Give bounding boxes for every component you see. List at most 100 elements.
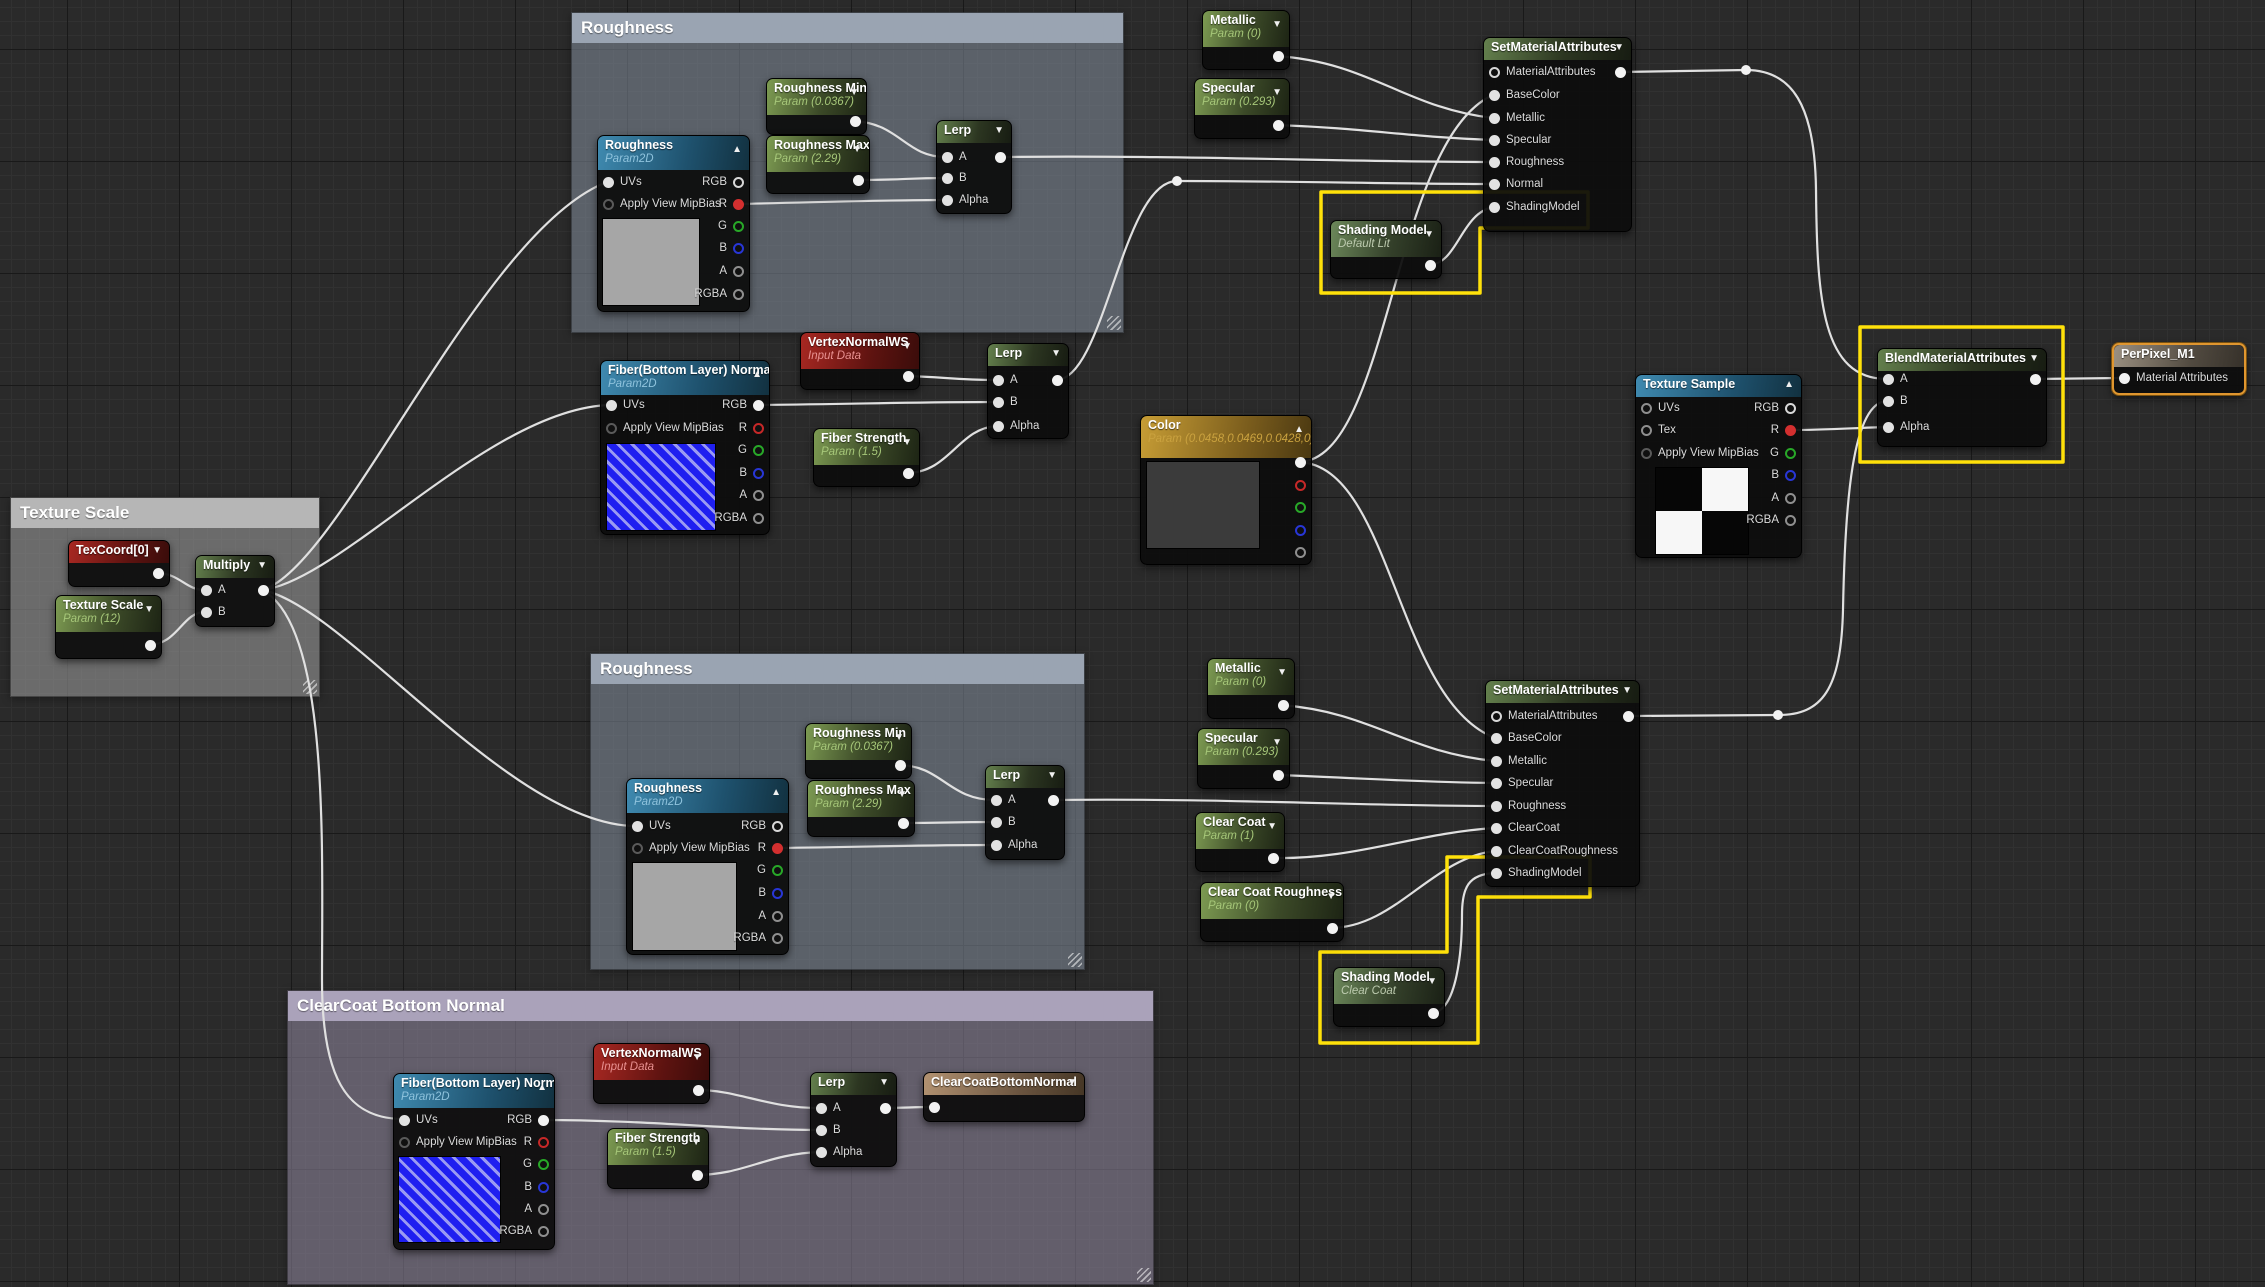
comment-roughness-2-header[interactable]: Roughness [591,654,1084,684]
pin-r-icon[interactable] [1785,425,1796,436]
pin-out-icon[interactable] [145,640,156,651]
pin-alpha-icon[interactable] [1883,422,1894,433]
clear-coat-pin-out[interactable] [1196,853,1284,865]
collapse-down-icon[interactable]: ▼ [1272,737,1282,748]
pin-metallic-icon[interactable] [1491,756,1502,767]
set-material-attributes-1-pin-shading-model[interactable]: ShadingModel [1484,201,1631,214]
roughness-min-1-pin-out[interactable] [767,116,866,128]
pin-alpha-icon[interactable] [991,840,1002,851]
pin-out-icon[interactable] [1615,67,1626,78]
pin-g-icon[interactable] [772,865,783,876]
pin-normal-icon[interactable] [1489,179,1500,190]
fiber-bottom-layer-normal-2-pin-uvs[interactable]: UVs [394,1114,554,1127]
collapse-down-icon[interactable]: ▼ [1622,685,1632,696]
comment-roughness-1-header[interactable]: Roughness [572,13,1123,43]
collapse-up-icon[interactable]: ▲ [752,369,762,380]
set-material-attributes-2-pin-out[interactable] [1486,711,1639,723]
set-material-attributes-2-pin-shading-model[interactable]: ShadingModel [1486,867,1639,880]
roughness-texture-2-pin-rgb[interactable]: RGB [627,820,788,833]
pin-b-icon[interactable] [1883,396,1894,407]
color-param-pin-out[interactable] [1141,457,1311,469]
texture-sample-pin-uvs[interactable]: UVs [1636,402,1801,415]
collapse-down-icon[interactable]: ▼ [1051,348,1061,359]
pin-uvs-icon[interactable] [399,1115,410,1126]
fiber-bottom-layer-normal-2-pin-rgba[interactable]: RGBA [394,1225,554,1238]
set-material-attributes-2-pin-material-attributes-in[interactable]: MaterialAttributes [1486,710,1639,723]
collapse-down-icon[interactable]: ▼ [902,437,912,448]
pin-uvs-icon[interactable] [1641,403,1652,414]
fiber-bottom-layer-normal-1-pin-a[interactable]: A [601,489,769,502]
pin-out-icon[interactable] [1048,795,1059,806]
set-material-attributes-1-pin-roughness[interactable]: Roughness [1484,156,1631,169]
pin-alpha-icon[interactable] [993,421,1004,432]
roughness-texture-1-pin-uvs[interactable]: UVs [598,176,749,189]
lerp-bottom-normal-pin-alpha[interactable]: Alpha [811,1146,896,1159]
roughness-texture-1-pin-r[interactable]: R [598,198,749,211]
pin-r-icon[interactable] [733,199,744,210]
pin-g-icon[interactable] [753,445,764,456]
pin-shading-model-icon[interactable] [1491,868,1502,879]
collapse-down-icon[interactable]: ▼ [994,125,1004,136]
collapse-down-icon[interactable]: ▼ [1326,891,1336,902]
collapse-up-icon[interactable]: ▲ [537,1082,547,1093]
blend-material-attributes-header[interactable]: BlendMaterialAttributes▼ [1878,349,2046,371]
set-material-attributes-1-pin-metallic[interactable]: Metallic [1484,112,1631,125]
roughness-texture-1-pin-a[interactable]: A [598,265,749,278]
pin-a-icon[interactable] [538,1204,549,1215]
color-param-pin-g[interactable] [1141,502,1311,514]
pin-out-icon[interactable] [1273,120,1284,131]
pin-base-color-icon[interactable] [1489,90,1500,101]
lerp-bottom-normal-pin-a[interactable]: A [811,1102,896,1115]
pin-material-attributes-icon[interactable] [2119,373,2130,384]
pin-r-icon[interactable] [772,843,783,854]
collapse-down-icon[interactable]: ▼ [879,1077,889,1088]
texture-sample-pin-a[interactable]: A [1636,492,1801,505]
texcoord-0-node[interactable]: TexCoord[0]▼ [68,540,170,587]
roughness-max-2-pin-out[interactable] [808,818,914,830]
clear-coat-bottom-normal-fn-pin-in[interactable] [924,1102,1084,1114]
texture-scale-param-pin-out[interactable] [56,640,161,652]
pin-out-icon[interactable] [1623,711,1634,722]
pin-g-icon[interactable] [1785,448,1796,459]
pin-out-icon[interactable] [1428,1008,1439,1019]
pin-clear-coat-roughness-icon[interactable] [1491,846,1502,857]
shading-model-2-pin-out[interactable] [1334,1008,1444,1020]
color-param-pin-r[interactable] [1141,480,1311,492]
lerp-roughness-2-pin-b[interactable]: B [986,816,1064,829]
roughness-min-2-pin-out[interactable] [806,760,911,772]
lerp-roughness-1-header[interactable]: Lerp▼ [937,121,1011,143]
collapse-down-icon[interactable]: ▼ [1067,1077,1077,1088]
fiber-bottom-layer-normal-2-pin-apply-view-mipbias[interactable]: Apply View MipBias [394,1136,554,1149]
pin-b-icon[interactable] [1785,470,1796,481]
clear-coat-bottom-normal-fn-node[interactable]: ClearCoatBottomNormal▼ [923,1072,1085,1122]
pin-apply-view-mipbias-icon[interactable] [603,199,614,210]
roughness-texture-1-pin-rgb[interactable]: RGB [598,176,749,189]
set-material-attributes-1-pin-material-attributes-in[interactable]: MaterialAttributes [1484,66,1631,79]
pin-out-icon[interactable] [898,818,909,829]
pin-clear-coat-icon[interactable] [1491,823,1502,834]
roughness-texture-2-pin-b[interactable]: B [627,887,788,900]
reroute-dot[interactable] [1172,176,1182,186]
pin-a-icon[interactable] [1785,493,1796,504]
blend-material-attributes-pin-out[interactable] [1878,374,2046,386]
comment-texture-scale-header[interactable]: Texture Scale [11,498,319,528]
multiply-pin-b[interactable]: B [196,606,274,619]
pin-out-icon[interactable] [1425,260,1436,271]
pin-out-icon[interactable] [895,760,906,771]
clear-coat-roughness-pin-out[interactable] [1201,923,1343,935]
